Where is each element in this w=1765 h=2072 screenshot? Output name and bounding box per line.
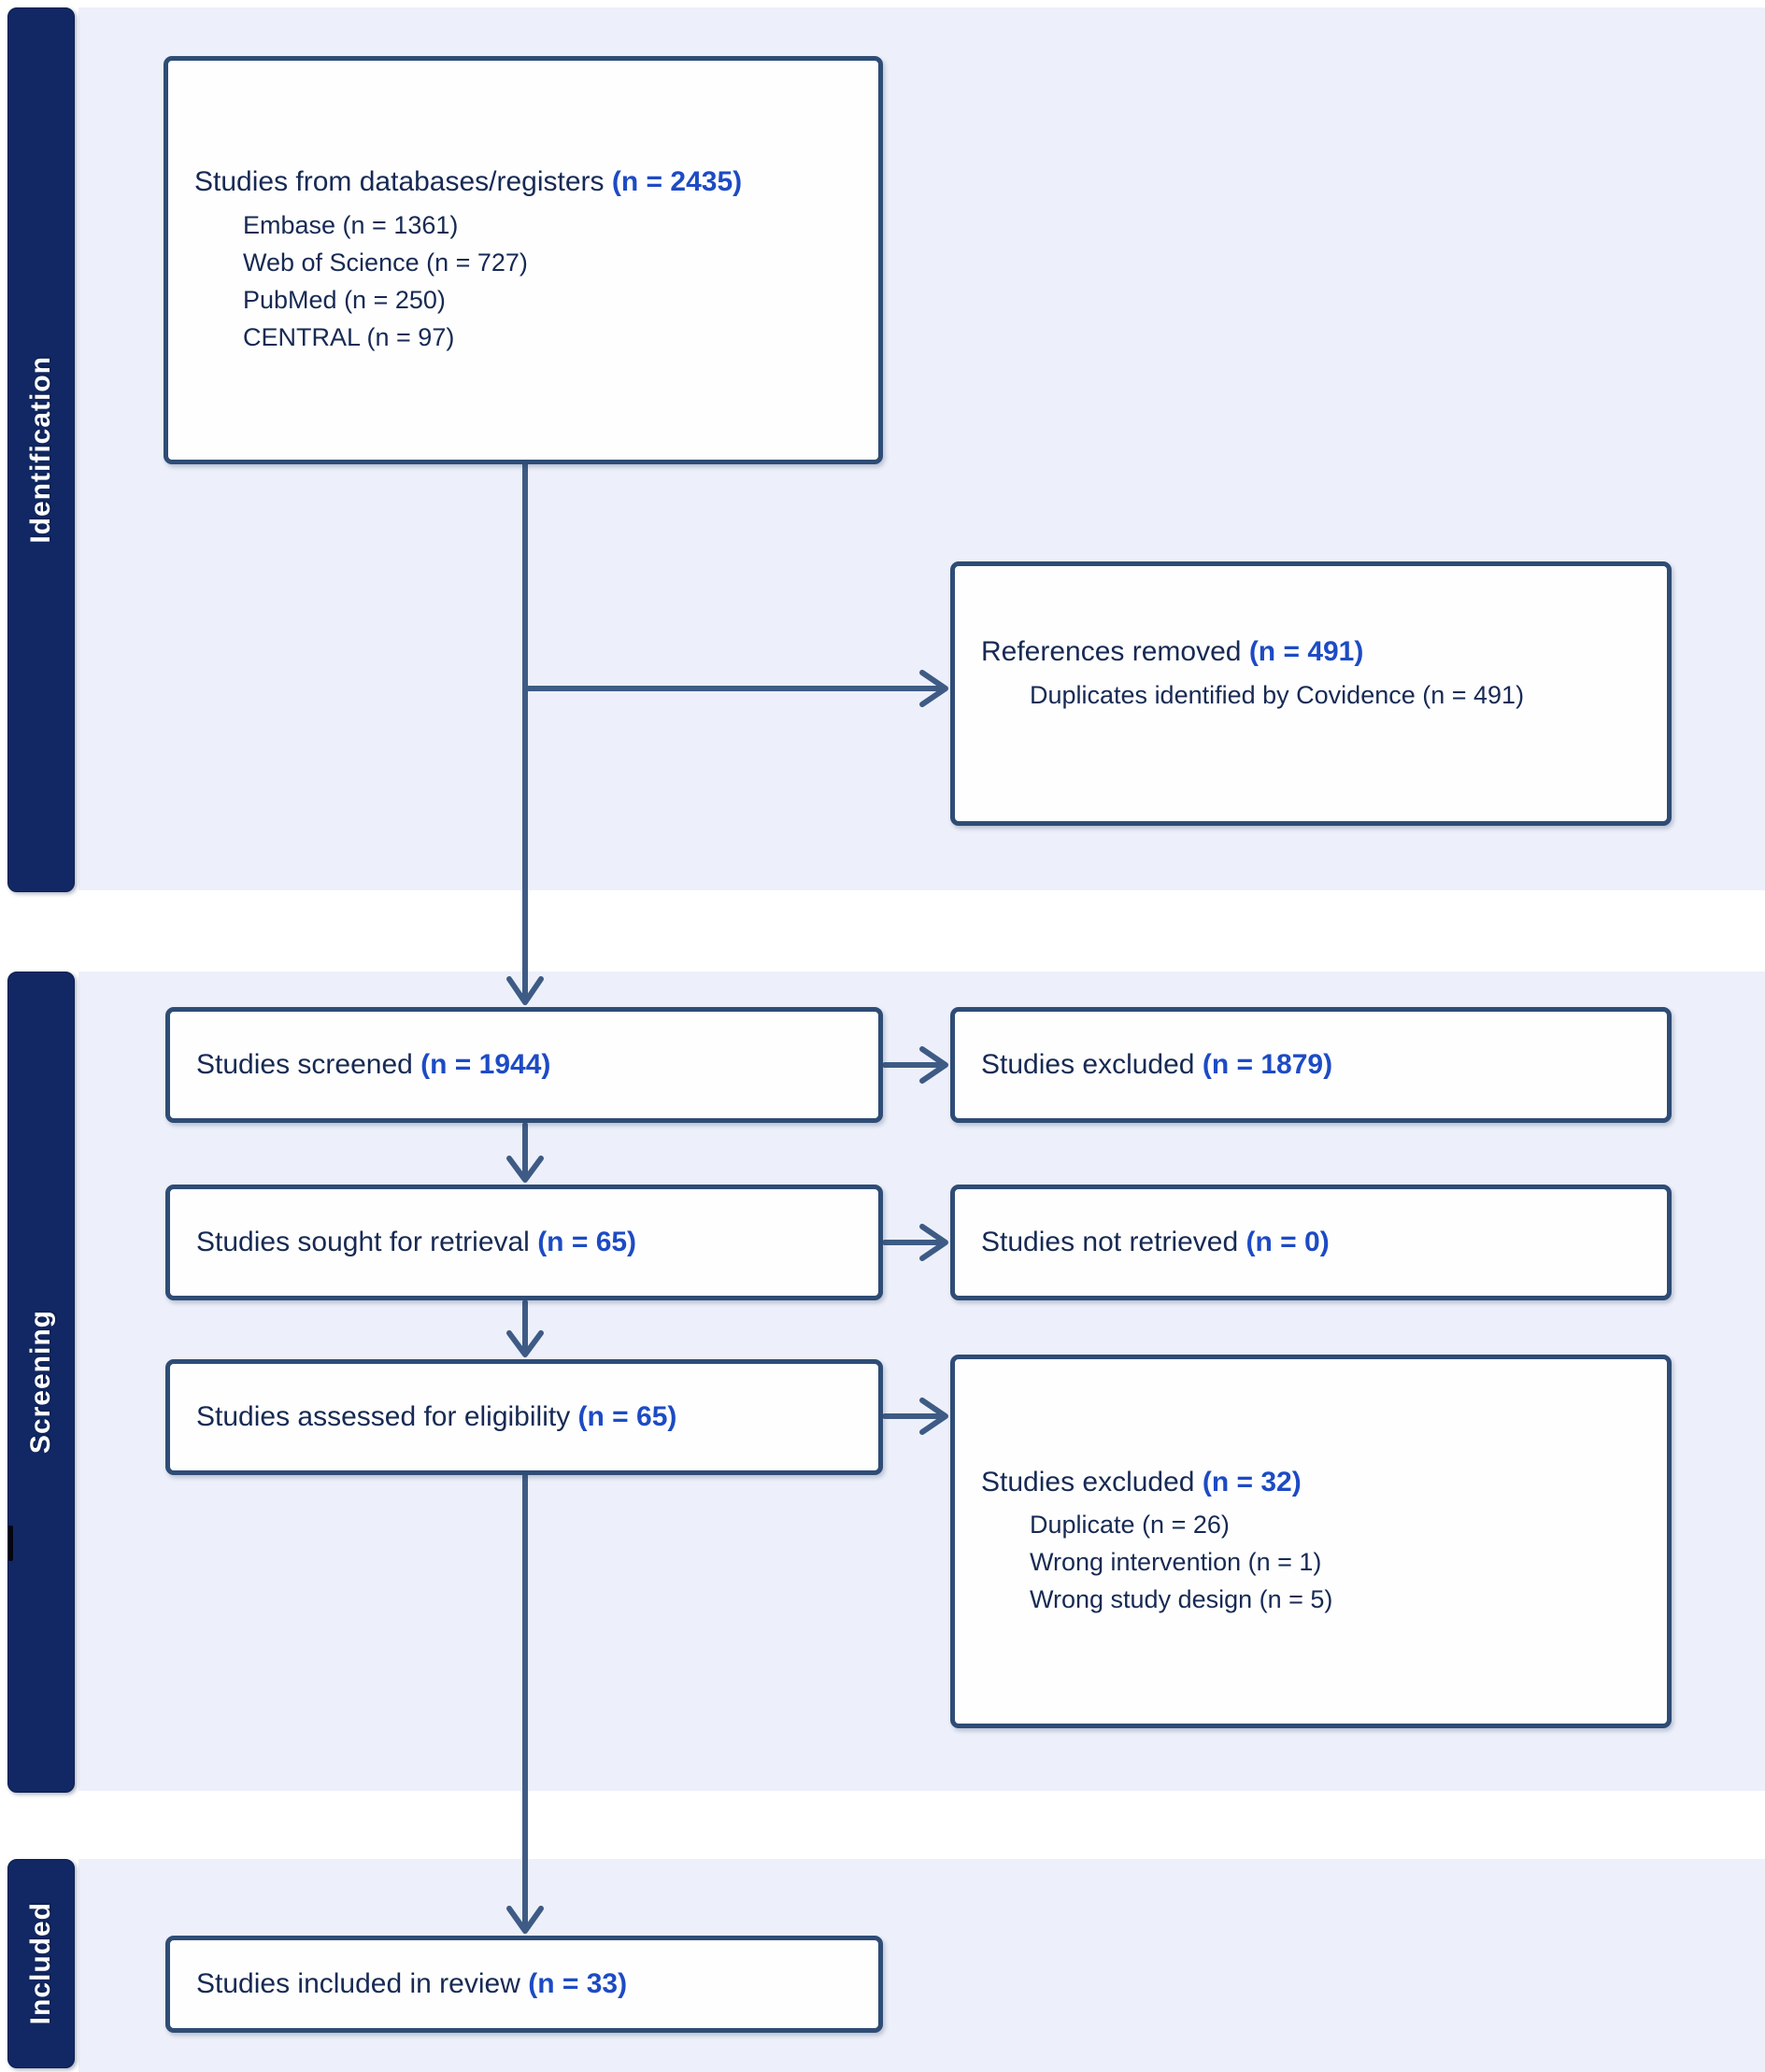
box-studies-included: Studies included in review (n = 33)	[165, 1936, 883, 2033]
stage-label-identification: Identification	[25, 356, 56, 544]
stage-label-screening: Screening	[25, 1310, 56, 1455]
box-label-text: References removed	[981, 636, 1249, 668]
list-item: Duplicates identified by Covidence (n = …	[1030, 680, 1525, 709]
box-count: (n = 65)	[537, 1227, 637, 1258]
box-studies-sought-retrieval: Studies sought for retrieval (n = 65)	[165, 1185, 883, 1300]
box-studies-from-databases: Studies from databases/registers (n = 24…	[164, 56, 883, 464]
list-item: Embase (n = 1361)	[243, 210, 459, 239]
list-item: Duplicate (n = 26)	[1030, 1511, 1230, 1540]
box-count: (n = 1879)	[1202, 1049, 1333, 1081]
box-label-text: Studies assessed for eligibility	[196, 1401, 578, 1433]
box-count: (n = 33)	[528, 1968, 628, 2000]
box-title: Studies excluded (n = 32)	[981, 1465, 1654, 1500]
box-studies-screened: Studies screened (n = 1944)	[165, 1007, 883, 1123]
box-title: Studies sought for retrieval (n = 65)	[196, 1225, 865, 1260]
exclusion-reasons-list: Duplicate (n = 26) Wrong intervention (n…	[1030, 1506, 1654, 1618]
stage-bar-screening: Screening	[7, 972, 75, 1793]
list-item: Web of Science (n = 727)	[243, 248, 528, 277]
box-title: Studies included in review (n = 33)	[196, 1966, 865, 2002]
list-item: PubMed (n = 250)	[243, 285, 446, 314]
box-studies-assessed-eligibility: Studies assessed for eligibility (n = 65…	[165, 1359, 883, 1475]
box-label-text: Studies excluded	[981, 1049, 1203, 1081]
box-label-text: Studies excluded	[981, 1466, 1203, 1497]
box-title: Studies assessed for eligibility (n = 65…	[196, 1399, 865, 1435]
box-count: (n = 491)	[1248, 636, 1364, 668]
box-title: Studies from databases/registers (n = 24…	[194, 164, 865, 200]
removed-reasons-list: Duplicates identified by Covidence (n = …	[1030, 676, 1654, 714]
box-title: Studies not retrieved (n = 0)	[981, 1225, 1654, 1260]
box-count: (n = 32)	[1202, 1466, 1302, 1497]
box-studies-excluded-eligibility: Studies excluded (n = 32) Duplicate (n =…	[950, 1355, 1672, 1728]
box-studies-not-retrieved: Studies not retrieved (n = 0)	[950, 1185, 1672, 1300]
stage-bar-included: Included	[7, 1859, 75, 2068]
stray-mark	[8, 1526, 13, 1561]
box-label-text: Studies from databases/registers	[194, 166, 612, 198]
stage-bar-identification: Identification	[7, 7, 75, 892]
box-references-removed: References removed (n = 491) Duplicates …	[950, 561, 1672, 826]
box-count: (n = 65)	[577, 1401, 677, 1433]
database-list: Embase (n = 1361) Web of Science (n = 72…	[243, 206, 865, 356]
box-label-text: Studies included in review	[196, 1968, 529, 2000]
stage-label-included: Included	[25, 1902, 56, 2025]
box-count: (n = 0)	[1245, 1227, 1330, 1258]
box-label-text: Studies sought for retrieval	[196, 1227, 538, 1258]
box-title: Studies excluded (n = 1879)	[981, 1047, 1654, 1083]
box-label-text: Studies screened	[196, 1049, 421, 1081]
list-item: Wrong intervention (n = 1)	[1030, 1548, 1322, 1577]
box-title: Studies screened (n = 1944)	[196, 1047, 865, 1083]
list-item: Wrong study design (n = 5)	[1030, 1585, 1333, 1614]
list-item: CENTRAL (n = 97)	[243, 322, 455, 351]
box-count: (n = 1944)	[420, 1049, 551, 1081]
box-studies-excluded-screening: Studies excluded (n = 1879)	[950, 1007, 1672, 1123]
box-label-text: Studies not retrieved	[981, 1227, 1246, 1258]
box-count: (n = 2435)	[611, 166, 743, 198]
box-title: References removed (n = 491)	[981, 634, 1654, 670]
